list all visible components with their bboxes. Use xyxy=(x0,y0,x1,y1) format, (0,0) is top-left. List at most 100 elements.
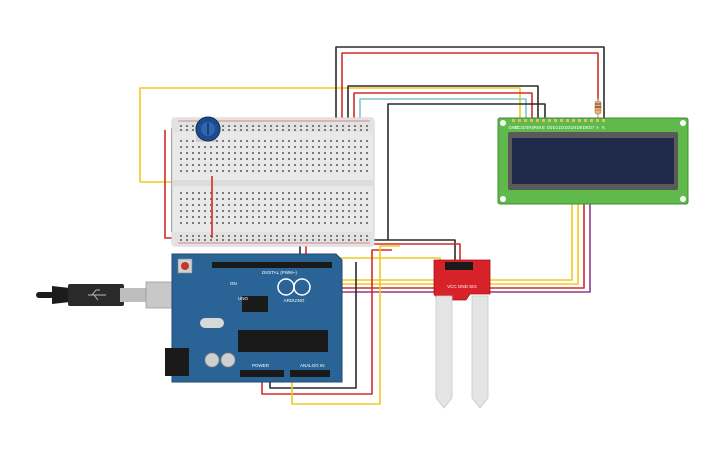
breadboard-hole[interactable] xyxy=(324,204,326,206)
breadboard-hole[interactable] xyxy=(312,140,314,142)
breadboard-hole[interactable] xyxy=(348,129,350,131)
breadboard-hole[interactable] xyxy=(240,170,242,172)
breadboard-hole[interactable] xyxy=(306,158,308,160)
breadboard-hole[interactable] xyxy=(300,164,302,166)
breadboard-hole[interactable] xyxy=(366,192,368,194)
breadboard-hole[interactable] xyxy=(366,198,368,200)
breadboard-hole[interactable] xyxy=(276,129,278,131)
lcd-pin[interactable] xyxy=(590,119,593,122)
breadboard-hole[interactable] xyxy=(336,235,338,237)
breadboard-hole[interactable] xyxy=(354,158,356,160)
breadboard-hole[interactable] xyxy=(198,222,200,224)
breadboard-hole[interactable] xyxy=(330,204,332,206)
breadboard-hole[interactable] xyxy=(216,239,218,241)
breadboard-hole[interactable] xyxy=(288,198,290,200)
breadboard-hole[interactable] xyxy=(180,125,182,127)
breadboard-hole[interactable] xyxy=(204,158,206,160)
breadboard-hole[interactable] xyxy=(192,125,194,127)
power-header[interactable] xyxy=(240,370,284,377)
breadboard-hole[interactable] xyxy=(348,216,350,218)
breadboard-hole[interactable] xyxy=(300,198,302,200)
breadboard-hole[interactable] xyxy=(324,239,326,241)
breadboard-hole[interactable] xyxy=(360,164,362,166)
breadboard-hole[interactable] xyxy=(180,216,182,218)
breadboard-hole[interactable] xyxy=(366,146,368,148)
breadboard-hole[interactable] xyxy=(282,235,284,237)
breadboard-hole[interactable] xyxy=(198,146,200,148)
breadboard-hole[interactable] xyxy=(186,158,188,160)
breadboard-hole[interactable] xyxy=(234,235,236,237)
breadboard-hole[interactable] xyxy=(348,170,350,172)
breadboard-hole[interactable] xyxy=(324,125,326,127)
breadboard-hole[interactable] xyxy=(258,235,260,237)
breadboard-hole[interactable] xyxy=(228,170,230,172)
breadboard-hole[interactable] xyxy=(348,210,350,212)
breadboard-hole[interactable] xyxy=(270,170,272,172)
breadboard-hole[interactable] xyxy=(336,164,338,166)
breadboard-hole[interactable] xyxy=(186,235,188,237)
breadboard-hole[interactable] xyxy=(354,216,356,218)
breadboard-hole[interactable] xyxy=(342,210,344,212)
breadboard-hole[interactable] xyxy=(294,125,296,127)
breadboard-hole[interactable] xyxy=(324,222,326,224)
breadboard-hole[interactable] xyxy=(258,198,260,200)
breadboard-hole[interactable] xyxy=(366,129,368,131)
breadboard-hole[interactable] xyxy=(180,152,182,154)
breadboard-hole[interactable] xyxy=(306,216,308,218)
breadboard-hole[interactable] xyxy=(288,210,290,212)
breadboard-hole[interactable] xyxy=(228,210,230,212)
breadboard-hole[interactable] xyxy=(198,235,200,237)
breadboard-hole[interactable] xyxy=(264,170,266,172)
breadboard-hole[interactable] xyxy=(330,235,332,237)
breadboard-hole[interactable] xyxy=(306,204,308,206)
breadboard-hole[interactable] xyxy=(246,222,248,224)
breadboard-hole[interactable] xyxy=(342,192,344,194)
breadboard-hole[interactable] xyxy=(366,235,368,237)
breadboard-hole[interactable] xyxy=(282,210,284,212)
breadboard-hole[interactable] xyxy=(180,222,182,224)
breadboard-hole[interactable] xyxy=(354,239,356,241)
breadboard-hole[interactable] xyxy=(258,140,260,142)
breadboard-hole[interactable] xyxy=(300,170,302,172)
breadboard-hole[interactable] xyxy=(336,140,338,142)
breadboard-hole[interactable] xyxy=(282,125,284,127)
breadboard-hole[interactable] xyxy=(366,152,368,154)
breadboard-hole[interactable] xyxy=(324,198,326,200)
breadboard-hole[interactable] xyxy=(246,129,248,131)
breadboard-hole[interactable] xyxy=(228,235,230,237)
breadboard-hole[interactable] xyxy=(324,170,326,172)
breadboard-hole[interactable] xyxy=(366,164,368,166)
breadboard-hole[interactable] xyxy=(348,198,350,200)
breadboard-hole[interactable] xyxy=(360,198,362,200)
breadboard-hole[interactable] xyxy=(282,146,284,148)
breadboard-hole[interactable] xyxy=(306,146,308,148)
breadboard-hole[interactable] xyxy=(228,239,230,241)
breadboard-hole[interactable] xyxy=(342,140,344,142)
breadboard-hole[interactable] xyxy=(192,158,194,160)
breadboard-hole[interactable] xyxy=(258,125,260,127)
breadboard-hole[interactable] xyxy=(198,216,200,218)
breadboard-hole[interactable] xyxy=(186,146,188,148)
breadboard-hole[interactable] xyxy=(234,164,236,166)
breadboard-hole[interactable] xyxy=(192,235,194,237)
lcd-pin[interactable] xyxy=(548,119,551,122)
breadboard-hole[interactable] xyxy=(318,216,320,218)
breadboard-hole[interactable] xyxy=(240,222,242,224)
breadboard-hole[interactable] xyxy=(282,164,284,166)
breadboard-hole[interactable] xyxy=(336,152,338,154)
breadboard-hole[interactable] xyxy=(198,192,200,194)
breadboard-hole[interactable] xyxy=(318,164,320,166)
breadboard-hole[interactable] xyxy=(180,164,182,166)
breadboard-hole[interactable] xyxy=(246,216,248,218)
breadboard-hole[interactable] xyxy=(192,216,194,218)
breadboard-hole[interactable] xyxy=(228,140,230,142)
breadboard-hole[interactable] xyxy=(222,235,224,237)
breadboard-hole[interactable] xyxy=(330,125,332,127)
breadboard-hole[interactable] xyxy=(306,129,308,131)
breadboard-hole[interactable] xyxy=(258,152,260,154)
breadboard-hole[interactable] xyxy=(294,170,296,172)
breadboard-hole[interactable] xyxy=(282,129,284,131)
breadboard-hole[interactable] xyxy=(204,192,206,194)
breadboard-hole[interactable] xyxy=(342,222,344,224)
breadboard-hole[interactable] xyxy=(348,125,350,127)
